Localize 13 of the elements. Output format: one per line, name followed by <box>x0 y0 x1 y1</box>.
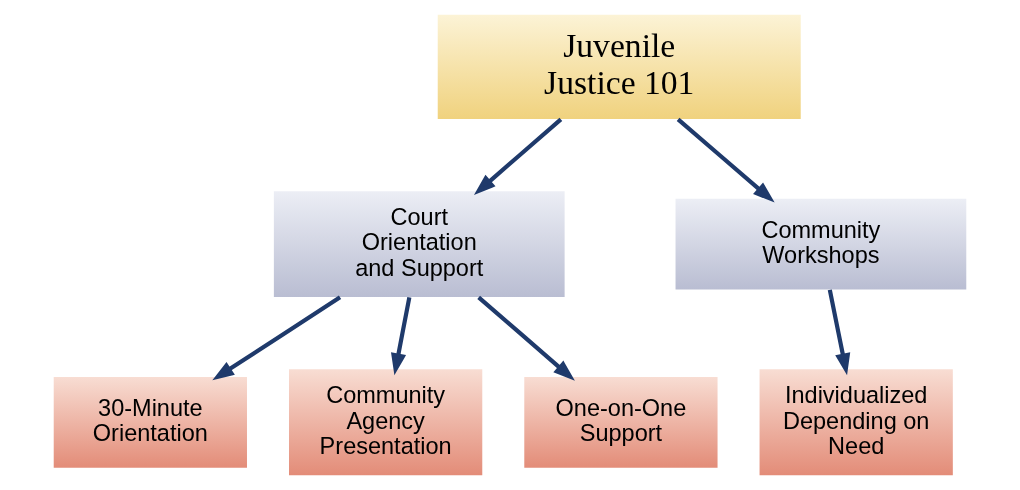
node-box: Community Agency Presentation <box>289 369 483 476</box>
node-box: Individualized Depending on Need <box>759 369 953 476</box>
arrow <box>477 295 575 381</box>
node-box: Juvenile Justice 101 <box>437 14 801 119</box>
arrow <box>676 117 775 203</box>
arrow <box>212 295 342 381</box>
arrow <box>473 117 563 195</box>
arrow <box>391 296 412 376</box>
node-box: One-on-One Support <box>524 376 718 468</box>
node-box: 30-Minute Orientation <box>53 376 247 468</box>
arrow <box>827 289 851 376</box>
node-box: Court Orientation and Support <box>273 191 565 298</box>
node-box: Community Workshops <box>675 198 967 290</box>
